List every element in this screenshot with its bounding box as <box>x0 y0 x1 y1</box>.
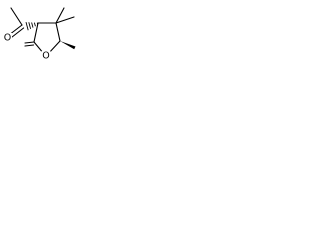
wedge-stereo-bond-methyl <box>60 41 76 50</box>
carbonyl-oxygen-label: O <box>4 33 11 44</box>
molecule-structure: O O <box>3 7 76 62</box>
methyl-bond-c4-top <box>55 7 65 24</box>
lactone-carbonyl-bond-b <box>24 44 35 47</box>
acetyl-methyl-bond <box>10 7 23 26</box>
hashed-stereo-bond-acetyl <box>25 21 39 31</box>
ring-oxygen-label: O <box>42 51 49 62</box>
acetyl-carbonyl-bond-b <box>10 27 25 39</box>
lactone-carbonyl-bond-a <box>24 41 35 44</box>
ring-bond-c2-c3 <box>33 22 39 43</box>
ring-bond-c4-c5 <box>55 22 61 42</box>
methyl-bond-c4-right <box>55 16 75 24</box>
